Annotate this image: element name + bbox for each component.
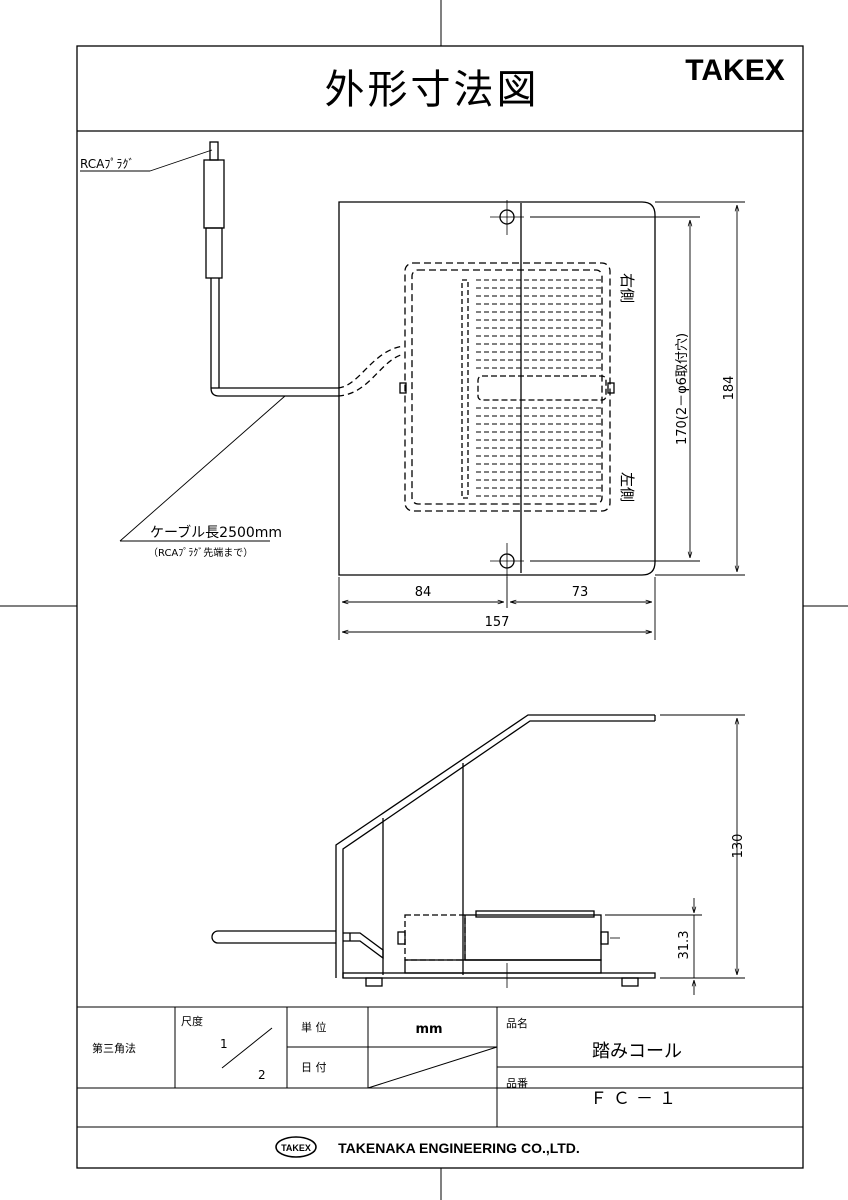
right-side-label: 右側 [618, 273, 636, 303]
unit-value: mm [415, 1022, 442, 1037]
plug-label: RCAﾌﾟﾗｸﾞ [80, 157, 134, 171]
plate-height-dimension: 184 [722, 376, 737, 401]
company-name: TAKENAKA ENGINEERING CO.,LTD. [338, 1140, 580, 1156]
scale-numerator: 1 [220, 1037, 228, 1051]
top-view [80, 141, 656, 578]
product-name-label: 品名 [506, 1016, 528, 1030]
top-view-dimensions [338, 201, 745, 640]
product-number: ＦＣ－１ [590, 1089, 682, 1109]
side-view [211, 714, 656, 988]
brand-logo: TAKEX [685, 54, 784, 87]
title-block [77, 1006, 803, 1128]
cable-length-note: （RCAﾌﾟﾗｸﾞ先端まで） [148, 546, 253, 559]
product-number-label: 品番 [506, 1077, 528, 1090]
left-width-dimension: 84 [415, 585, 432, 600]
scale-denominator: 2 [258, 1068, 266, 1082]
scale-label: 尺度 [181, 1014, 203, 1028]
right-width-dimension: 73 [572, 585, 589, 600]
hole-pitch-dimension: 170(2－φ6取付穴) [675, 333, 690, 445]
product-name: 踏みコール [592, 1041, 682, 1062]
date-label: 日 付 [301, 1061, 327, 1074]
projection-method: 第三角法 [92, 1041, 136, 1055]
total-width-dimension: 157 [485, 615, 510, 630]
pedal-height-dimension: 31.3 [677, 931, 692, 960]
side-height-dimension: 130 [731, 834, 746, 859]
svg-text:TAKEX: TAKEX [281, 1143, 311, 1153]
page-title: 外形寸法図 [325, 67, 540, 113]
cable-length-label: ケーブル長2500mm [150, 524, 282, 541]
side-view-dimensions [605, 714, 745, 995]
unit-label: 単 位 [301, 1020, 327, 1034]
company-logo: TAKEX [275, 1136, 317, 1158]
pedal-slats [476, 279, 604, 497]
left-side-label: 左側 [618, 472, 636, 502]
sheet-border [76, 45, 804, 1169]
